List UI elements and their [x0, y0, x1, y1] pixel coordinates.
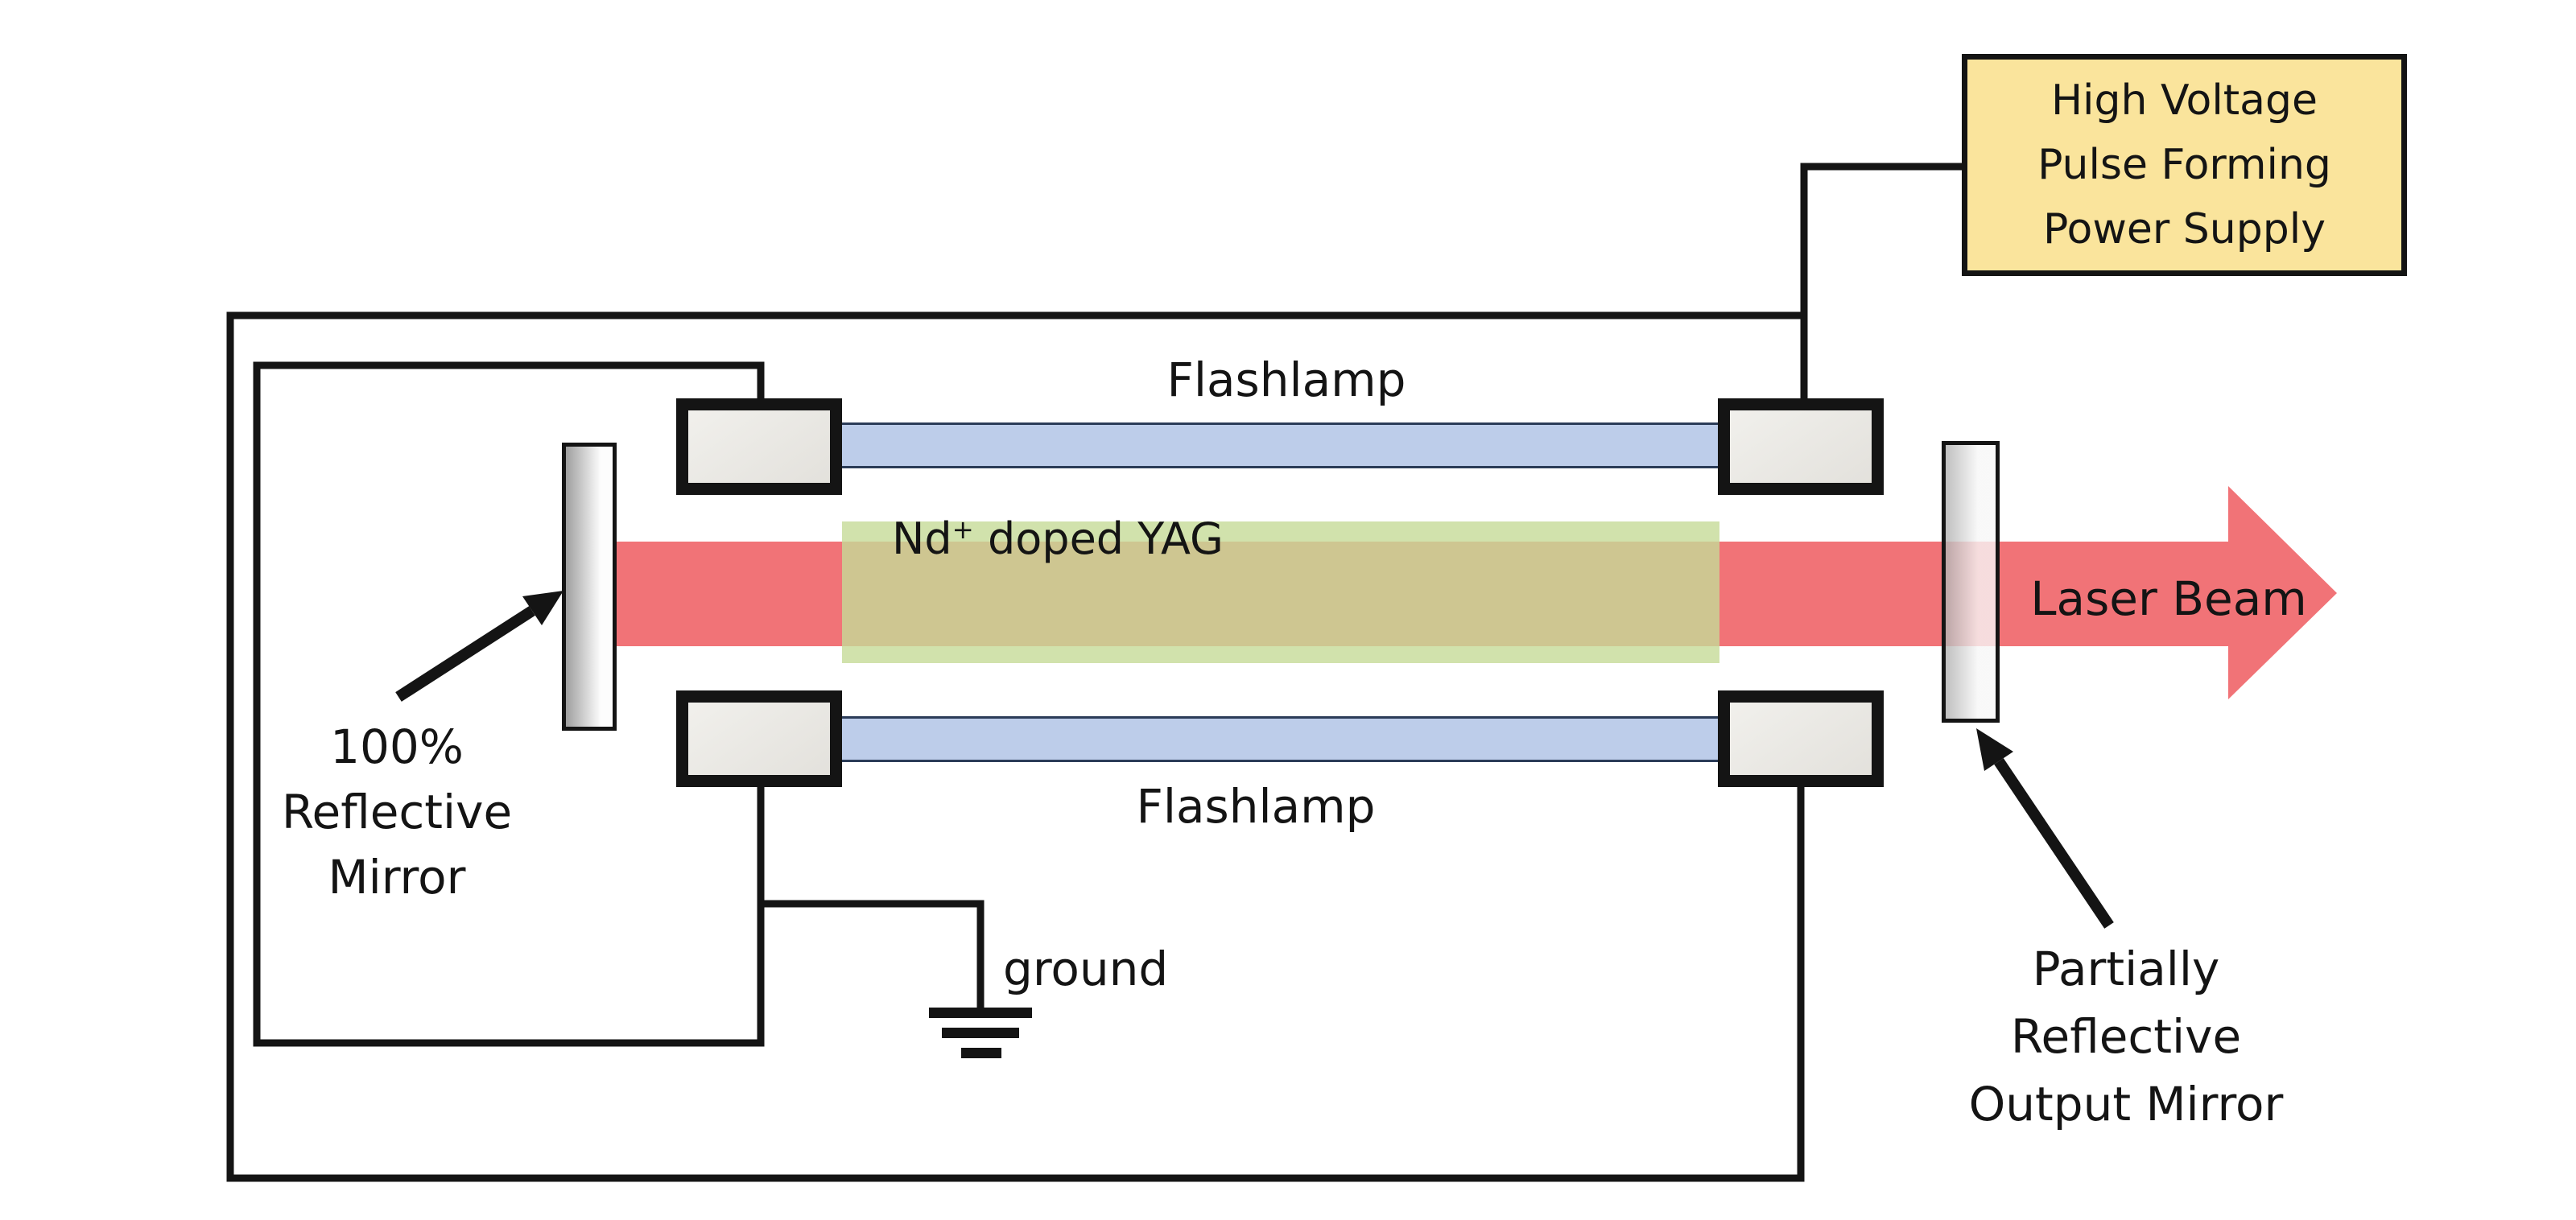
electrode-top-left: [676, 398, 842, 495]
right-mirror-arrow: [1994, 758, 2114, 929]
ground-label: ground: [1003, 942, 1169, 996]
full-reflective-mirror: [562, 443, 617, 731]
power-supply-line2: Pulse Forming: [2037, 141, 2331, 189]
left-mirror-arrow: [395, 606, 535, 702]
flashlamp-top-label: Flashlamp: [1166, 352, 1406, 407]
output-mirror: [1942, 441, 2000, 723]
flashlamp-bottom-label: Flashlamp: [1136, 779, 1376, 834]
left-mirror-label-line2: Reflective: [281, 785, 513, 839]
electrode-bottom-right: [1718, 690, 1884, 787]
electrode-loop-wire: [253, 361, 765, 1047]
right-mirror-label-line1: Partially: [2032, 942, 2220, 996]
right-mirror-arrowhead-icon: [1976, 728, 2013, 771]
power-supply-line1: High Voltage: [2050, 76, 2318, 125]
ground-symbol-bar1: [929, 1008, 1032, 1018]
yag-rod-label: Nd+ doped YAG: [892, 513, 1224, 564]
left-mirror-label: 100% Reflective Mirror: [236, 715, 558, 910]
right-mirror-label: Partially Reflective Output Mirror: [1925, 935, 2327, 1138]
left-mirror-label-line3: Mirror: [328, 850, 466, 905]
rod-dopant-text: doped YAG: [973, 513, 1224, 564]
power-supply-wire: [1800, 163, 1962, 400]
yag-rod: [842, 521, 1719, 663]
power-supply-line3: Power Supply: [2043, 205, 2326, 253]
electrode-bottom-left: [676, 690, 842, 787]
flashlamp-tube-top: [837, 422, 1723, 468]
flashlamp-tube-bottom: [837, 716, 1723, 762]
rod-element-text: Nd: [892, 513, 952, 564]
ground-symbol-bar3: [961, 1048, 1001, 1058]
electrode-top-right: [1718, 398, 1884, 495]
laser-beam-label: Laser Beam: [2030, 571, 2307, 626]
enclosure-outline: [226, 311, 1805, 1182]
ground-wire: [761, 900, 985, 1012]
rod-ion-charge: +: [952, 514, 974, 545]
right-mirror-label-line3: Output Mirror: [1968, 1077, 2284, 1131]
right-mirror-label-line2: Reflective: [2010, 1009, 2242, 1064]
ground-symbol-bar2: [942, 1028, 1019, 1038]
power-supply-box: High Voltage Pulse Forming Power Supply: [1962, 54, 2407, 276]
left-mirror-arrowhead-icon: [522, 591, 564, 625]
left-mirror-label-line1: 100%: [330, 719, 464, 774]
